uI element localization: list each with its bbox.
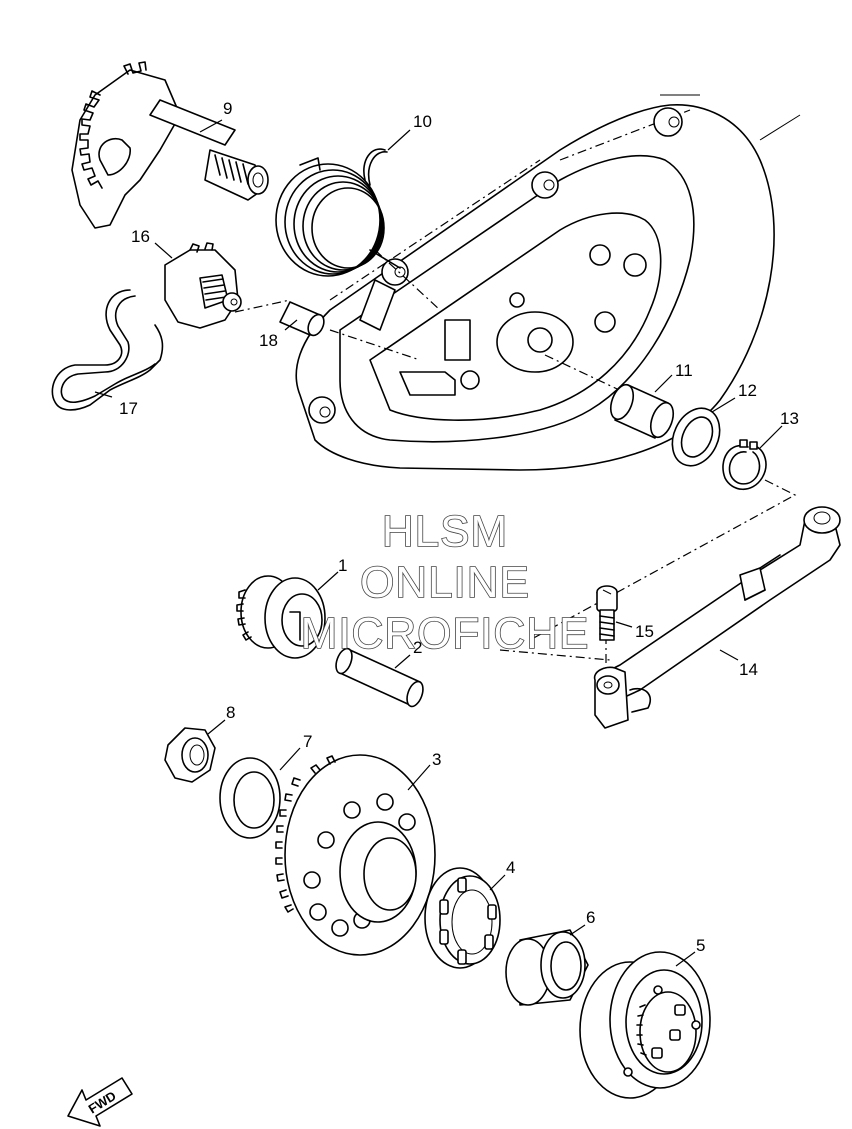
callout-13: 13	[780, 409, 799, 428]
part-11-bushing	[609, 383, 675, 439]
watermark-line-3: MICROFICHE	[301, 609, 590, 658]
callout-12: 12	[738, 381, 757, 400]
part-4-needle-bearing	[424, 867, 501, 969]
fwd-arrow-icon: FWD	[67, 1077, 133, 1127]
callout-17: 17	[119, 399, 138, 418]
part-14-kick-lever	[593, 506, 841, 729]
part-2-shaft	[335, 647, 424, 708]
part-3-driven-gear	[275, 754, 436, 956]
callout-2: 2	[413, 638, 422, 657]
callout-6: 6	[586, 908, 595, 927]
crankcase-cover	[295, 94, 801, 471]
callout-11: 11	[675, 361, 693, 380]
part-10-torsion-spring	[275, 148, 401, 277]
part-6-bushing	[505, 929, 589, 1006]
watermark: HLSM ONLINE MICROFICHE	[300, 506, 590, 659]
callout-5: 5	[696, 936, 705, 955]
part-18-dowel	[279, 301, 325, 337]
part-9-kick-shaft	[71, 61, 269, 229]
part-1-idler-gear	[236, 575, 326, 659]
callout-7: 7	[303, 732, 312, 751]
part-17-clip	[51, 289, 164, 411]
part-8-nut	[164, 727, 216, 783]
callout-9: 9	[223, 99, 232, 118]
callout-10: 10	[413, 112, 432, 131]
callout-3: 3	[432, 750, 441, 769]
callout-8: 8	[226, 703, 235, 722]
callout-labels: 1 2 3 4 5 6 7 8 9 10 11 12 13 14 15 16 1…	[119, 99, 799, 955]
part-7-washer	[219, 757, 281, 839]
callout-16: 16	[131, 227, 150, 246]
part-15-bolt	[596, 585, 618, 641]
callout-15: 15	[635, 622, 654, 641]
callout-18: 18	[259, 331, 278, 350]
leader-lines	[94, 119, 783, 967]
part-13-circlip	[722, 439, 767, 491]
watermark-line-1: HLSM	[382, 507, 508, 556]
part-5-oneway-clutch	[579, 951, 711, 1099]
part-16-kick-gear	[164, 242, 242, 329]
part-12-washer	[671, 407, 721, 467]
watermark-line-2: ONLINE	[360, 558, 530, 607]
callout-4: 4	[506, 858, 515, 877]
callout-1: 1	[338, 556, 347, 575]
callout-14: 14	[739, 660, 758, 679]
